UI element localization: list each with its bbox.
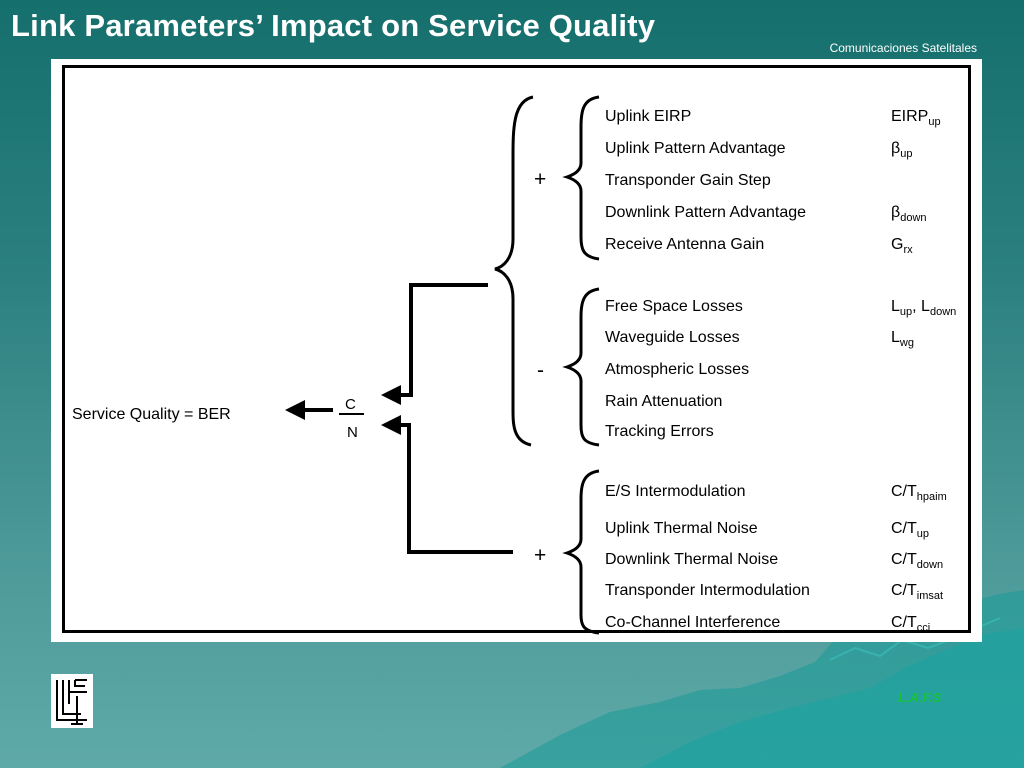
group-3-sign: + — [534, 544, 546, 567]
symbol-subscript: down — [917, 559, 943, 571]
carrier-connector — [381, 283, 488, 405]
diagram-frame — [62, 65, 971, 633]
parameter-symbol: C/Tdown — [891, 551, 943, 571]
symbol-main: β — [891, 140, 900, 157]
service-quality-label: Service Quality = BER — [72, 406, 231, 423]
parameter-symbol: Lwg — [891, 329, 914, 349]
footer-tag: L.A.F.S — [898, 690, 942, 705]
parameter-name: Uplink Pattern Advantage — [605, 140, 786, 157]
ratio-denominator: N — [347, 424, 358, 441]
symbol-subscript: hpaim — [917, 491, 947, 503]
symbol-main: C/T — [891, 483, 917, 500]
parameter-name: Downlink Thermal Noise — [605, 551, 778, 568]
group-2-brace — [562, 287, 600, 447]
parameter-name: Waveguide Losses — [605, 329, 740, 346]
symbol-extra-subscript: down — [930, 306, 956, 318]
parameter-symbol: EIRPup — [891, 108, 941, 128]
symbol-subscript: rx — [903, 244, 913, 256]
symbol-main: EIRP — [891, 108, 928, 125]
parameter-symbol: C/Tcci — [891, 614, 930, 634]
symbol-subscript: up — [917, 528, 929, 540]
symbol-subscript: up — [928, 116, 940, 128]
symbol-main: C/T — [891, 582, 917, 599]
link-parameters-diagram: Service Quality = BER C N + - + Uplink E… — [72, 95, 956, 635]
parameter-symbol: Lup, Ldown — [891, 298, 956, 318]
parameter-symbol: C/Timsat — [891, 582, 943, 602]
symbol-subscript: imsat — [917, 590, 943, 602]
symbol-subscript: down — [900, 212, 926, 224]
symbol-subscript: up — [900, 306, 912, 318]
parameter-symbol: βdown — [891, 204, 927, 224]
parameter-name: Co-Channel Interference — [605, 614, 780, 631]
symbol-main: C/T — [891, 614, 917, 631]
symbol-extra: , L — [912, 298, 930, 315]
group-3-brace — [562, 469, 600, 635]
parameter-name: Downlink Pattern Advantage — [605, 204, 806, 221]
lafs-logo-mark — [56, 679, 87, 725]
slide-title: Link Parameters’ Impact on Service Quali… — [11, 8, 656, 43]
symbol-main: L — [891, 329, 900, 346]
group-1-brace — [562, 95, 600, 261]
parameter-name: Atmospheric Losses — [605, 361, 749, 378]
symbol-main: L — [891, 298, 900, 315]
parameter-symbol: C/Tup — [891, 520, 929, 540]
parameter-symbol: Grx — [891, 236, 913, 256]
parameter-name: Uplink EIRP — [605, 108, 691, 125]
symbol-subscript: up — [900, 148, 912, 160]
symbol-main: C/T — [891, 551, 917, 568]
symbol-subscript: wg — [899, 337, 914, 349]
group-2-sign: - — [537, 359, 544, 382]
group-1-sign: + — [534, 168, 546, 191]
parameter-name: Transponder Intermodulation — [605, 582, 810, 599]
ratio-numerator: C — [345, 396, 356, 413]
parameter-name: Transponder Gain Step — [605, 172, 771, 189]
parameter-name: Rain Attenuation — [605, 393, 722, 410]
noise-connector — [381, 415, 513, 554]
slide-subtitle: Comunicaciones Satelitales — [829, 41, 977, 55]
parameter-symbol: βup — [891, 140, 912, 160]
symbol-main: G — [891, 236, 903, 253]
outer-brace — [494, 95, 534, 447]
parameter-name: Uplink Thermal Noise — [605, 520, 758, 537]
lafs-logo — [51, 674, 93, 728]
diagram-panel: Service Quality = BER C N + - + Uplink E… — [51, 59, 982, 642]
symbol-main: β — [891, 204, 900, 221]
symbol-main: C/T — [891, 520, 917, 537]
symbol-subscript: cci — [917, 622, 930, 634]
parameter-name: E/S Intermodulation — [605, 483, 746, 500]
parameter-name: Tracking Errors — [605, 423, 714, 440]
parameter-name: Free Space Losses — [605, 298, 743, 315]
parameter-symbol: C/Thpaim — [891, 483, 947, 503]
parameter-name: Receive Antenna Gain — [605, 236, 764, 253]
